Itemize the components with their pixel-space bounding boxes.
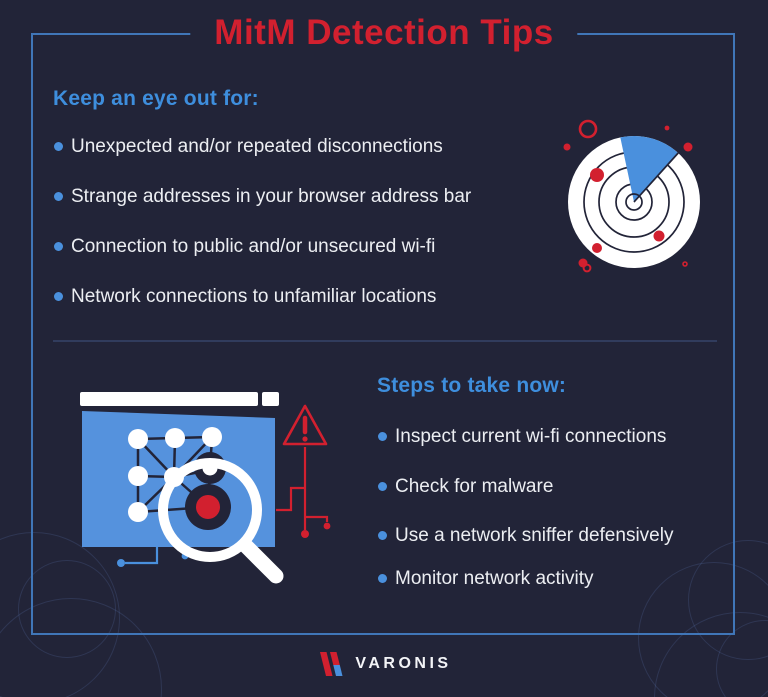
watch-item-label: Network connections to unfamiliar locati… [71,286,437,307]
bullet-dot-icon [378,574,387,583]
warning-triangle-icon [282,404,328,446]
radar-blip [578,258,588,268]
radar-blip-ring [578,119,598,139]
radar-blip-ring [682,261,688,267]
red-circuit-trace [276,447,329,530]
steps-section-heading: Steps to take now: [377,374,567,397]
radar-blip-ring [582,263,592,273]
watch-list-item: Connection to public and/or unsecured wi… [54,234,435,260]
watch-section-heading: Keep an eye out for: [53,87,259,110]
steps-list-item: Use a network sniffer defensively [378,523,673,549]
radar-blip [590,168,604,182]
radar-blip [664,125,670,131]
window-titlebar-tab [262,392,279,406]
bullet-dot-icon [54,292,63,301]
watch-item-label: Unexpected and/or repeated disconnection… [71,136,443,157]
radar-blip [653,230,665,242]
radar-blip [683,142,693,152]
steps-list-item: Inspect current wi-fi connections [378,424,666,450]
magnifying-glass-icon [158,458,284,584]
bullet-dot-icon [378,482,387,491]
bullet-dot-icon [378,531,387,540]
steps-item-label: Check for malware [395,476,554,497]
page-title: MitM Detection Tips [190,13,578,53]
watch-list-item: Network connections to unfamiliar locati… [54,284,436,310]
network-magnifier-illustration [80,392,331,584]
radar-sweep-wedge [620,135,679,202]
bullet-dot-icon [378,432,387,441]
window-titlebar [80,392,258,406]
steps-list-item: Check for malware [378,474,553,500]
steps-item-label: Inspect current wi-fi connections [395,426,667,447]
watch-item-label: Strange addresses in your browser addres… [71,186,472,207]
watch-list-item: Unexpected and/or repeated disconnection… [54,134,443,160]
watch-item-label: Connection to public and/or unsecured wi… [71,236,436,257]
steps-list-item: Monitor network activity [378,566,594,592]
steps-item-label: Use a network sniffer defensively [395,525,674,546]
bullet-dot-icon [54,192,63,201]
radar-illustration [563,119,700,273]
bullet-dot-icon [54,242,63,251]
brand-name: VARONIS [355,655,452,672]
watch-list-item: Strange addresses in your browser addres… [54,184,471,210]
blue-circuit-trace [125,547,187,565]
steps-item-label: Monitor network activity [395,568,594,589]
footer-brand: VARONIS [0,647,768,681]
section-divider [53,340,717,342]
varonis-logo-mark [320,652,343,676]
radar-blip [592,243,602,253]
bullet-dot-icon [54,142,63,151]
radar-blip [563,143,571,151]
